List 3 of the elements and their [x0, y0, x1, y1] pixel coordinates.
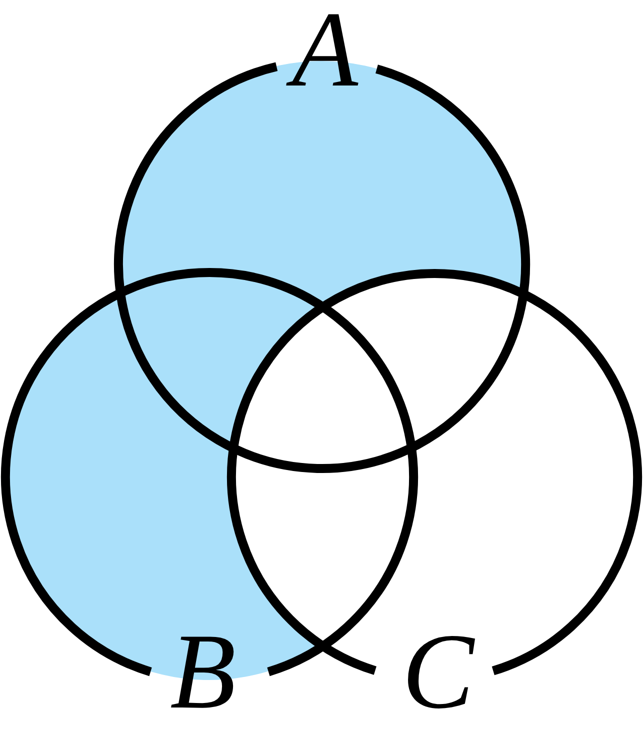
set-label: C [400, 623, 476, 721]
set-label: A [278, 1, 372, 99]
set-label: B [169, 623, 237, 721]
